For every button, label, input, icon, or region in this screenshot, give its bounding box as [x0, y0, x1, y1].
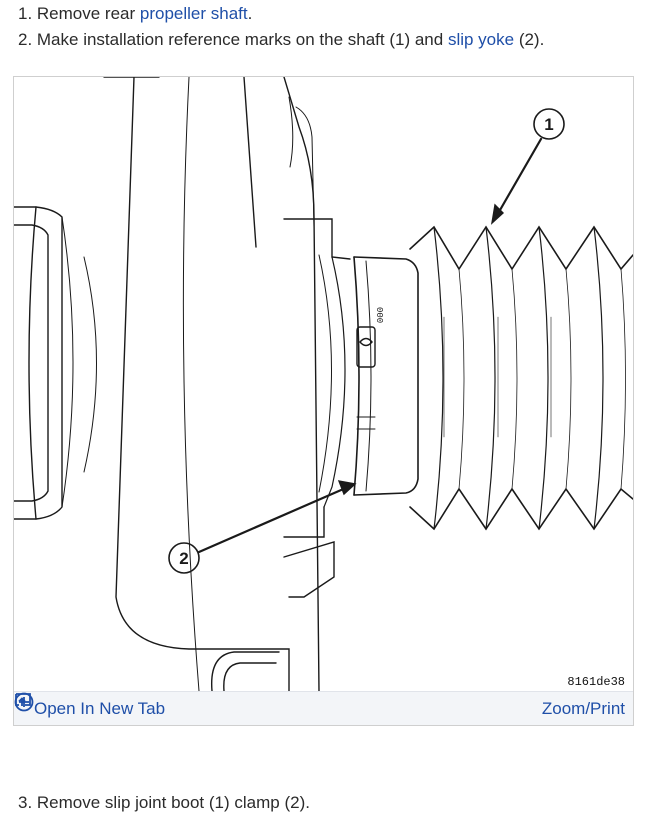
clamp-marking: 000	[374, 307, 384, 323]
housing-body	[103, 77, 290, 691]
open-in-new-tab-button[interactable]: Open In New Tab	[15, 693, 166, 719]
callout-1-label: 1	[544, 115, 553, 134]
shaft-collar	[283, 218, 351, 260]
slip-joint-illustration: 1 2 000	[14, 77, 633, 691]
housing-flange	[14, 206, 63, 520]
callout-1-leader	[494, 137, 543, 219]
zoom-print-label: Zoom/Print	[541, 698, 625, 718]
clamp-band	[353, 256, 419, 496]
step-3-text: 3. Remove slip joint boot (1) clamp (2).	[18, 793, 310, 812]
zoom-print-button[interactable]: Zoom/Print	[14, 692, 625, 719]
callout-1-circle	[533, 108, 565, 140]
callout-2-circle	[168, 542, 200, 574]
slip-yoke-link[interactable]: slip yoke	[447, 30, 515, 49]
callout-2-leader	[197, 485, 350, 554]
bellows-boot	[409, 225, 633, 271]
figure-container: 1 2 000 8161de38 Open In New Tab	[13, 76, 634, 726]
propeller-shaft-link[interactable]: propeller shaft	[139, 4, 248, 23]
step-2-text: 2. Make installation reference marks on …	[18, 30, 545, 49]
figure-code: 8161de38	[567, 675, 625, 689]
callout-2-label: 2	[179, 549, 188, 568]
figure-toolbar: Open In New Tab Zoom/Print	[14, 691, 633, 725]
step-1-text: 1. Remove rear propeller shaft.	[18, 4, 253, 23]
open-in-new-tab-label: Open In New Tab	[34, 698, 166, 718]
